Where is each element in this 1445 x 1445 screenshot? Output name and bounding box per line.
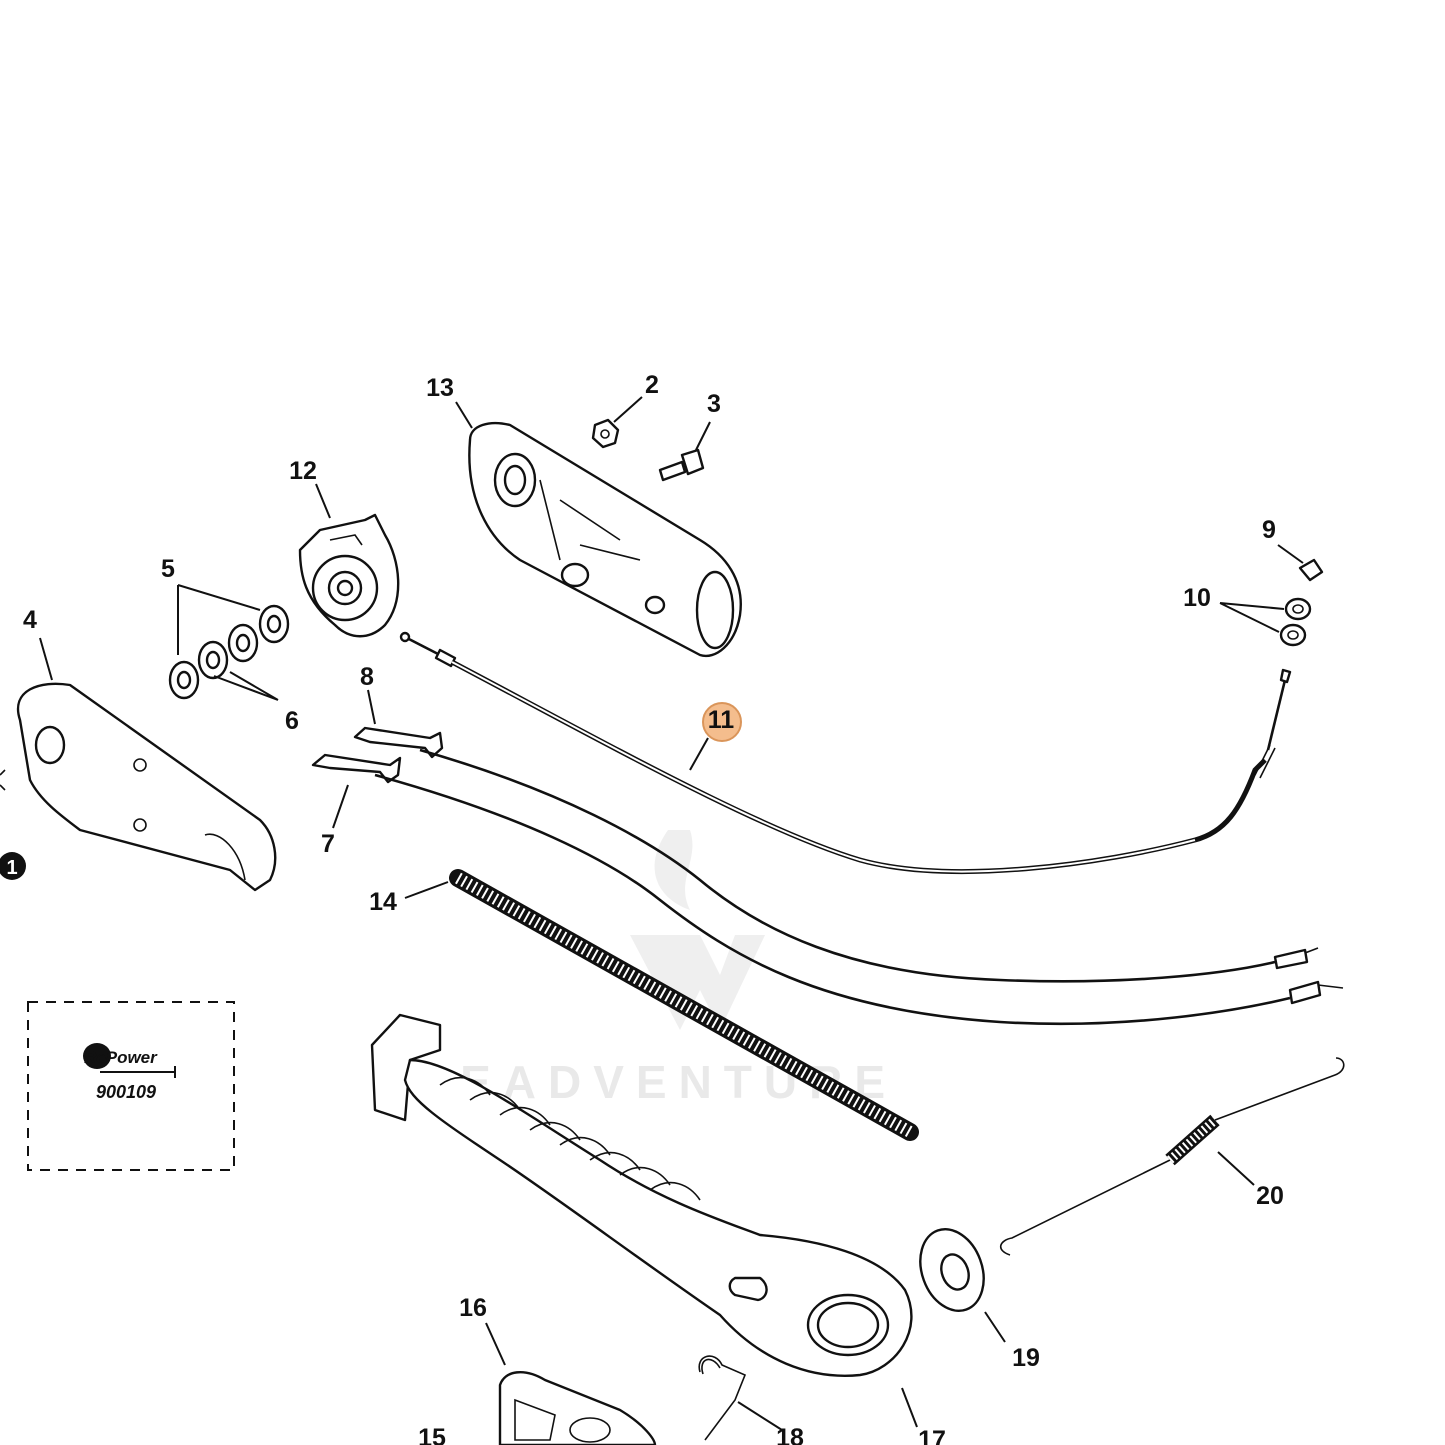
part-16-lever[interactable] [498, 1371, 657, 1445]
part-14-threaded-rod[interactable] [449, 869, 919, 1141]
watermark: LEADVENTURE [420, 830, 885, 1108]
part-10-label[interactable]: 10 [1183, 584, 1211, 612]
part-14-label[interactable]: 14 [369, 888, 397, 916]
part-20-spring[interactable] [1000, 1057, 1345, 1256]
part-6-label[interactable]: 6 [285, 707, 299, 735]
part-1-label: 1 [6, 857, 17, 879]
brand-text: RePower [84, 1048, 158, 1067]
part-3-screw[interactable] [658, 448, 705, 482]
highlight-marker [702, 702, 742, 742]
part-5-6-washers[interactable] [168, 604, 290, 700]
part-13-label[interactable]: 13 [426, 374, 454, 402]
part-15-label[interactable]: 15 [418, 1424, 446, 1445]
part-5-label[interactable]: 5 [161, 555, 175, 583]
part-12-spool[interactable] [298, 513, 400, 638]
part-11-label[interactable]: 11 [708, 706, 735, 734]
part-17-handle[interactable] [370, 1013, 913, 1377]
part-17-label[interactable]: 17 [918, 1426, 946, 1445]
kit-box[interactable]: RePower 900109 [27, 1001, 235, 1171]
part-10-nuts[interactable] [1279, 597, 1312, 647]
part-18-label[interactable]: 18 [776, 1424, 804, 1445]
part-labels: 2 3 4 5 6 7 8 9 10 11 12 13 14 15 16 17 … [23, 371, 1284, 1445]
part-8-cable[interactable] [353, 726, 1319, 983]
part-12-label[interactable]: 12 [289, 457, 317, 485]
part-9-label[interactable]: 9 [1262, 516, 1276, 544]
part-1-marker[interactable]: 1 [0, 852, 26, 880]
kit-number: 900109 [96, 1082, 156, 1102]
part-2-nut[interactable] [591, 418, 620, 449]
part-2-label[interactable]: 2 [645, 371, 659, 399]
part-16-label[interactable]: 16 [459, 1294, 487, 1322]
part-18-clip[interactable] [698, 1355, 747, 1441]
part-20-label[interactable]: 20 [1256, 1182, 1284, 1210]
part-3-label[interactable]: 3 [707, 390, 721, 418]
repower-logo: RePower [83, 1043, 176, 1078]
part-9-cap[interactable] [1298, 558, 1324, 582]
part-7-label[interactable]: 7 [321, 830, 335, 858]
part-19-label[interactable]: 19 [1012, 1344, 1040, 1372]
part-13-handle-housing[interactable] [468, 421, 742, 658]
part-8-label[interactable]: 8 [360, 663, 374, 691]
leader-lines [39, 396, 1304, 1431]
part-7-cable[interactable] [311, 753, 1344, 1026]
part-11-cable[interactable] [399, 631, 1292, 874]
part-4-label[interactable]: 4 [23, 606, 37, 634]
part-4-housing[interactable] [0, 682, 277, 892]
part-19-washer[interactable] [909, 1220, 994, 1319]
